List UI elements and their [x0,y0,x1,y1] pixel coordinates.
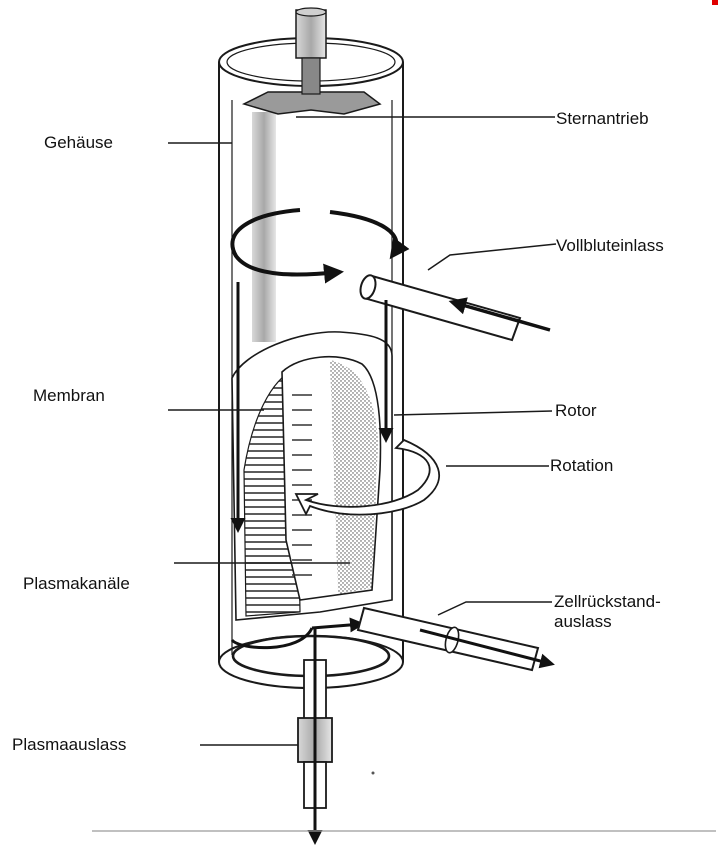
label-plasmaauslass: Plasmaauslass [12,735,126,755]
label-zellrueckstand-auslass: Zellrückstand- auslass [554,592,661,632]
label-sternantrieb: Sternantrieb [556,109,649,129]
label-rotor: Rotor [555,401,597,421]
label-plasmakanaele: Plasmakanäle [23,574,130,594]
label-vollbluteinlass: Vollbluteinlass [556,236,664,256]
stray-dot [372,772,375,775]
label-membran: Membran [33,386,105,406]
corner-accent-mark [712,0,718,5]
label-rotation: Rotation [550,456,613,476]
label-gehaeuse: Gehäuse [44,133,113,153]
star-drive [244,8,380,114]
inner-wall-shading [252,112,276,342]
plasma-outlet-pipe [298,628,332,842]
